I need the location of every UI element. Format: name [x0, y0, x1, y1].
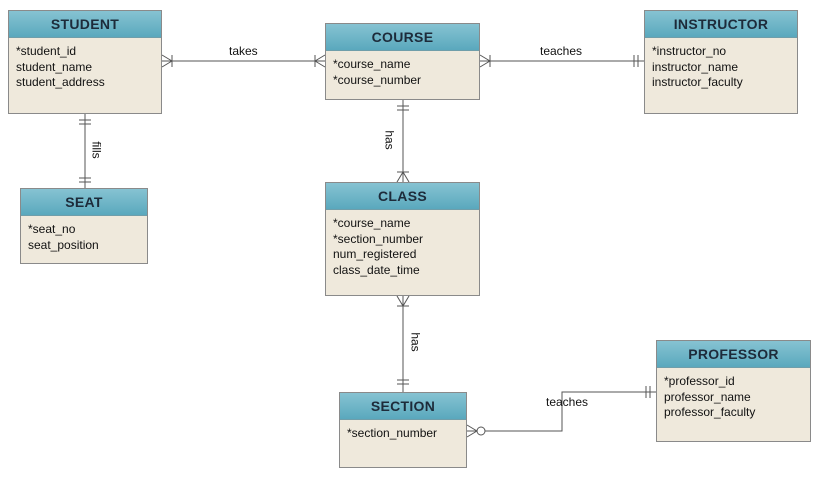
entity-title: SECTION: [340, 393, 466, 420]
attribute: *section_number: [347, 426, 438, 440]
teaches-instructor-label: teaches: [540, 44, 583, 58]
fills-connector: [79, 114, 91, 188]
attribute: seat_position: [28, 237, 99, 252]
entity-class[interactable]: CLASS *course_name *section_number num_r…: [325, 182, 480, 296]
attribute: num_registered: [333, 247, 417, 261]
entity-course[interactable]: COURSE *course_name *course_number: [325, 23, 480, 100]
attribute: *seat_no: [28, 222, 76, 236]
has-course-class-connector: [396, 100, 410, 183]
attribute: *student_id: [16, 44, 77, 58]
entity-title: INSTRUCTOR: [645, 11, 797, 38]
takes-connector: [161, 54, 326, 68]
fills-label: fills: [89, 141, 104, 159]
attribute: instructor_name: [652, 59, 739, 74]
entity-title: PROFESSOR: [657, 341, 810, 368]
entity-title: SEAT: [21, 189, 147, 216]
entity-title: COURSE: [326, 24, 479, 51]
attribute: *professor_id: [664, 374, 735, 388]
attribute: *course_name: [333, 216, 411, 230]
attribute: student_address: [16, 75, 105, 89]
attribute-list: *instructor_no instructor_name instructo…: [645, 38, 797, 91]
attribute-list: *course_name *course_number: [326, 51, 479, 88]
takes-label: takes: [229, 44, 258, 58]
teaches-instructor-connector: [479, 54, 644, 68]
attribute-list: *section_number: [340, 420, 466, 442]
attribute: professor_faculty: [664, 405, 756, 419]
attribute: student_name: [16, 59, 93, 74]
attribute: *instructor_no: [652, 44, 727, 58]
teaches-professor-label: teaches: [546, 395, 589, 409]
attribute: instructor_faculty: [652, 75, 743, 89]
entity-seat[interactable]: SEAT *seat_no seat_position: [20, 188, 148, 264]
attribute-list: *seat_no seat_position: [21, 216, 147, 253]
entity-section[interactable]: SECTION *section_number: [339, 392, 467, 468]
attribute-list: *student_id student_name student_address: [9, 38, 161, 91]
attribute-list: *professor_id professor_name professor_f…: [657, 368, 810, 421]
entity-title: CLASS: [326, 183, 479, 210]
attribute: *section_number: [333, 231, 424, 246]
attribute: *course_number: [333, 72, 422, 87]
entity-instructor[interactable]: INSTRUCTOR *instructor_no instructor_nam…: [644, 10, 798, 114]
has-course-class-label: has: [382, 130, 397, 150]
attribute-list: *course_name *section_number num_registe…: [326, 210, 479, 278]
teaches-professor-connector: [466, 386, 656, 438]
attribute: class_date_time: [333, 262, 420, 277]
attribute: professor_name: [664, 389, 751, 404]
has-class-section-label: has: [408, 332, 423, 352]
entity-professor[interactable]: PROFESSOR *professor_id professor_name p…: [656, 340, 811, 442]
attribute: *course_name: [333, 57, 411, 71]
has-class-section-connector: [396, 295, 410, 392]
entity-title: STUDENT: [9, 11, 161, 38]
entity-student[interactable]: STUDENT *student_id student_name student…: [8, 10, 162, 114]
